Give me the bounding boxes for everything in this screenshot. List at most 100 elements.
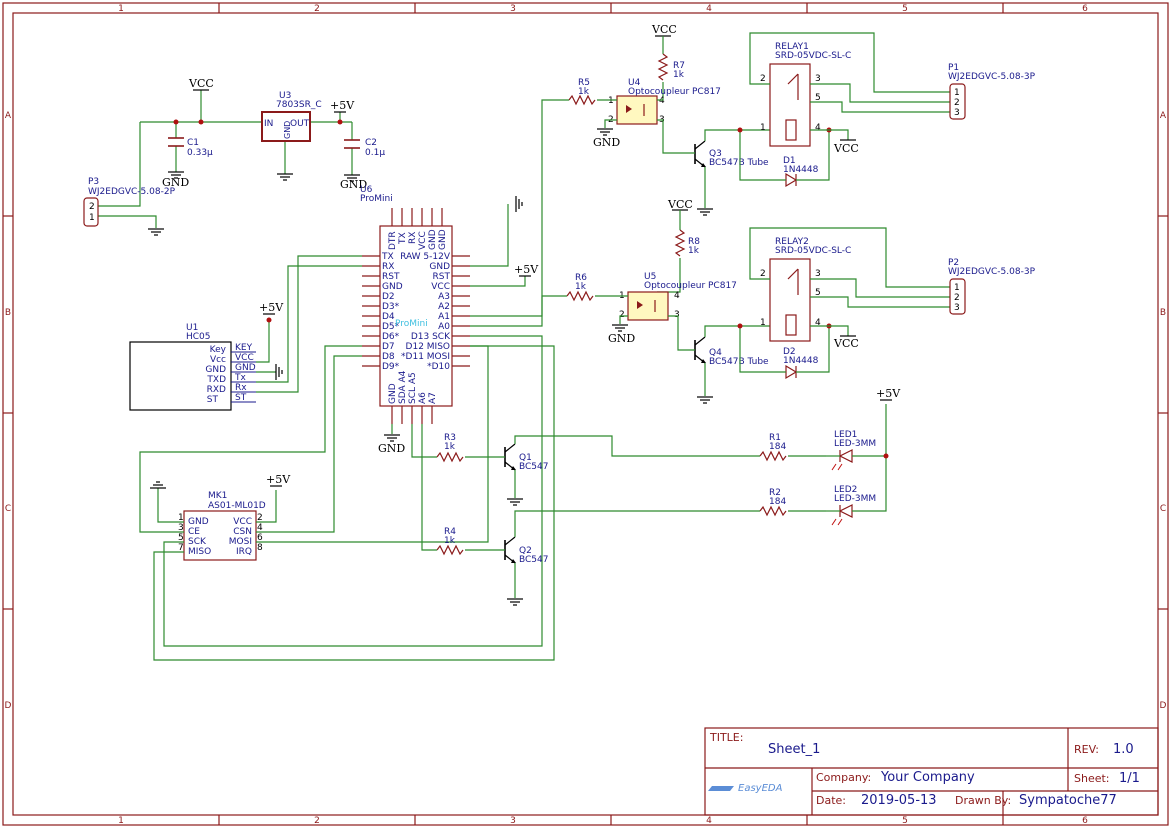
resistor-r2[interactable]: R2 184 — [759, 488, 787, 516]
resistor-r1[interactable]: R1 184 — [759, 433, 787, 461]
gnd-net-label: GND — [608, 332, 635, 345]
u6-left-pin: D6* — [382, 332, 400, 342]
regulator-u3[interactable]: U3 7803SR_C IN OUT GND — [261, 91, 322, 142]
u6-value: ProMini — [360, 194, 393, 204]
capacitor-c1[interactable]: C1 0.33µ — [168, 137, 213, 158]
u3-out-pin: OUT — [290, 119, 310, 129]
relay2-pin: 1 — [760, 318, 766, 328]
mk1-right-num: 8 — [257, 543, 263, 553]
gnd-net-label: GND — [162, 176, 189, 189]
radio-module-mk1[interactable]: MK1 AS01-ML01D GND CE SCK MISO 1 3 5 7 V… — [178, 491, 266, 561]
row-label: A — [1160, 111, 1167, 121]
sheet-label: Sheet: — [1074, 772, 1110, 785]
optocoupler-u4[interactable]: U4 Optocoupleur PC817 1 2 3 4 — [608, 78, 721, 125]
diode-d1[interactable]: D1 1N4448 — [783, 156, 819, 188]
relay2-pin: 2 — [760, 269, 766, 279]
u1-inner-pin: Vcc — [210, 355, 226, 365]
resistor-r7[interactable]: R7 1k — [658, 53, 685, 81]
company-label: Company: — [816, 771, 871, 784]
c2-value: 0.1µ — [365, 148, 385, 158]
transistor-q4[interactable]: Q4 BC547B Tube — [694, 336, 769, 367]
resistor-r6[interactable]: R6 1k — [566, 273, 594, 301]
u1-outer-pin: KEY — [235, 343, 253, 353]
relay1-ref: RELAY1 — [775, 42, 809, 52]
q4-value: BC547B Tube — [709, 357, 769, 367]
p5v-net-label: +5V — [259, 301, 284, 314]
p1-pin: 1 — [954, 88, 960, 98]
r1-value: 184 — [769, 442, 786, 452]
vcc-net-label: VCC — [651, 23, 677, 36]
resistor-r8[interactable]: R8 1k — [675, 229, 700, 257]
logo-text: EasyEDA — [738, 783, 783, 794]
resistor-r4[interactable]: R4 1k — [436, 527, 464, 555]
p1-ref: P1 — [948, 63, 959, 73]
u1-inner-pin: TXD — [206, 375, 226, 385]
u6-top-pin: VCC — [418, 231, 428, 250]
mk1-left-pin: SCK — [188, 537, 207, 547]
diode-d2[interactable]: D2 1N4448 — [783, 347, 819, 380]
relay1-pin: 2 — [760, 74, 766, 84]
relay2[interactable]: RELAY2 SRD-05VDC-SL-C 2 3 5 1 4 — [760, 237, 851, 342]
connector-p1[interactable]: P1 WJ2EDGVC-5.08-3P 1 2 3 — [948, 63, 1036, 120]
led1[interactable]: LED1 LED-3MM — [831, 430, 876, 471]
transistor-q3[interactable]: Q3 BC547B Tube — [694, 140, 769, 168]
p3-pin1: 1 — [89, 213, 95, 223]
r7-value: 1k — [673, 70, 685, 80]
u6-bottom-pin: SCL A5 — [408, 372, 418, 404]
resistor-r5[interactable]: R5 1k — [568, 78, 596, 105]
promini-u6[interactable]: U6 ProMini DTR TX RX VCC GND GND TX RX R… — [360, 185, 470, 424]
title-block: TITLE: Sheet_1 REV: 1.0 Company: Your Co… — [704, 727, 1159, 816]
junction-dot — [337, 119, 343, 125]
c1-ref: C1 — [187, 138, 199, 148]
u3-ref: U3 — [279, 91, 291, 101]
relay1-pin: 5 — [815, 93, 821, 103]
p3-value: WJ2EDGVC-5.08-2P — [88, 187, 176, 197]
capacitor-c2[interactable]: C2 0.1µ — [344, 138, 385, 158]
bluetooth-u1[interactable]: U1 HC05 Key Vcc GND TXD RXD ST KEY VCC G… — [129, 323, 256, 411]
u6-left-pin: GND — [382, 282, 403, 292]
u6-right-pin: VCC — [431, 282, 450, 292]
led2[interactable]: LED2 LED-3MM — [831, 485, 876, 526]
u6-bottom-pin: GND — [388, 383, 398, 404]
gnd-net-label: GND — [593, 136, 620, 149]
connector-p3[interactable]: P3 WJ2EDGVC-5.08-2P 2 1 — [83, 177, 176, 227]
row-label: B — [5, 308, 11, 318]
sheet-value: 1/1 — [1119, 771, 1140, 786]
r5-value: 1k — [578, 87, 590, 97]
q3-ref: Q3 — [709, 149, 722, 159]
u5-pin: 3 — [674, 310, 680, 320]
u6-top-pin: DTR — [388, 231, 398, 250]
company-value: Your Company — [880, 770, 975, 785]
frame-row-labels: A B C D A B C D — [5, 111, 1167, 711]
mk1-left-pin: GND — [188, 517, 209, 527]
vcc-net-label: VCC — [833, 142, 859, 155]
row-label: D — [1160, 701, 1167, 711]
mk1-right-num: 4 — [257, 523, 263, 533]
p2-ref: P2 — [948, 258, 959, 268]
connector-p2[interactable]: P2 WJ2EDGVC-5.08-3P 1 2 3 — [948, 258, 1036, 315]
p2-pin: 2 — [954, 293, 960, 303]
col-label: 2 — [314, 4, 320, 14]
u4-pin: 1 — [608, 96, 614, 106]
mk1-right-pin: MOSI — [229, 537, 252, 547]
u6-right-pin: *D10 — [427, 362, 450, 372]
relay1-value: SRD-05VDC-SL-C — [775, 51, 851, 61]
r6-value: 1k — [575, 282, 587, 292]
p5v-net-label: +5V — [330, 99, 355, 112]
mk1-left-pin: CE — [188, 527, 200, 537]
led1-value: LED-3MM — [834, 439, 876, 449]
mk1-left-num: 3 — [178, 523, 184, 533]
frame-column-labels: 1 2 3 4 5 6 1 2 3 4 5 6 — [118, 4, 1088, 826]
d2-value: 1N4448 — [783, 356, 819, 366]
junction-dot — [173, 119, 179, 125]
relay1[interactable]: RELAY1 SRD-05VDC-SL-C 2 3 5 1 4 — [760, 42, 851, 147]
u3-gnd-pin: GND — [283, 121, 292, 139]
title-label: TITLE: — [709, 731, 743, 744]
col-label: 5 — [902, 4, 908, 14]
mk1-left-num: 1 — [178, 513, 184, 523]
u6-right-pin: D12 MISO — [406, 342, 450, 352]
resistor-r3[interactable]: R3 1k — [436, 433, 464, 462]
optocoupler-u5[interactable]: U5 Optocoupleur PC817 1 2 3 4 — [619, 272, 737, 321]
u1-value: HC05 — [186, 332, 211, 342]
